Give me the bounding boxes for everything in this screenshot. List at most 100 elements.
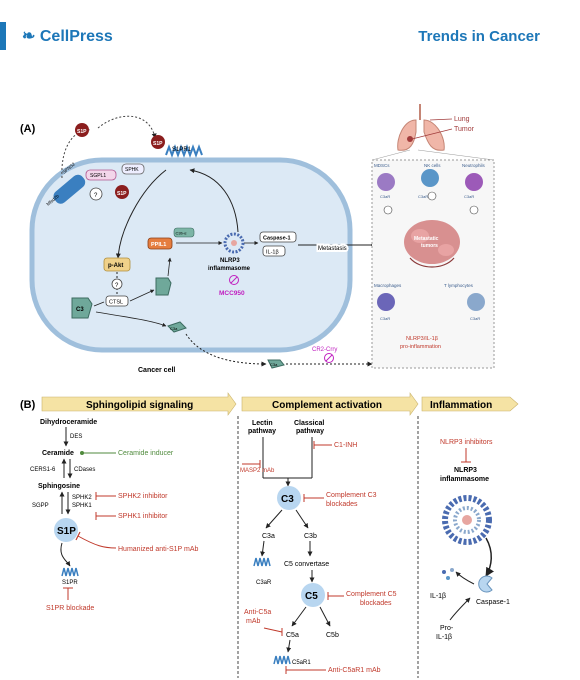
c3a-to-c3ar-arrow	[260, 540, 266, 557]
pro-label: Pro-	[440, 625, 454, 632]
c3a-label-int: C3a	[170, 326, 178, 331]
c3-ctsl-link	[93, 301, 105, 307]
metastatic-label-1: Metastatic	[414, 236, 439, 242]
c3a-fragment-ext	[267, 359, 285, 369]
s1pr-blockade-label: S1PR blockade	[46, 605, 94, 612]
sphk1-label: SPHK1	[72, 503, 92, 509]
c5-blockade-label-2: blockades	[360, 600, 392, 607]
c3ar-label-mac: C3aR	[380, 316, 390, 321]
c5b-label-b: C5b	[326, 632, 339, 639]
complement-header: Complement activation	[272, 400, 382, 411]
ctsl-to-c3b-arrow	[129, 289, 155, 302]
inflammation-header: Inflammation	[430, 400, 492, 411]
nlrp3-label-a: NLRP3	[220, 258, 240, 264]
neutrophil-cell	[465, 173, 483, 191]
c5ar1-receptor	[273, 655, 291, 665]
unknown-node-a2	[111, 278, 123, 290]
panel-a-label: (A)	[20, 123, 36, 135]
s1p-node-ext1	[75, 123, 89, 137]
s1p-label-ext2: S1P	[153, 141, 163, 147]
inflammasome-label-b: inflammasome	[440, 476, 489, 483]
il1b-label-a: IL-1β	[266, 250, 279, 256]
ppil1-label: PPIL1	[151, 242, 166, 248]
cers-label: CERS1-6	[30, 467, 56, 473]
neutrophils-label: Neutrophils	[462, 163, 486, 168]
cdases-label: CDases	[74, 467, 95, 473]
lung-pointer	[429, 118, 453, 121]
brand-bar	[0, 22, 6, 50]
c3a-label-b: C3a	[262, 533, 275, 540]
s1pr-label: S1PR	[62, 580, 78, 586]
t-lymph-label: T lymphocytes	[444, 283, 474, 288]
sphk1-inhibitor-label: SPHK1 inhibitor	[118, 513, 168, 520]
metastasis-label-bg: Metastasis	[318, 246, 347, 252]
nlrp3-inhibitors-label: NLRP3 inhibitors	[440, 439, 493, 446]
nlrp3-il1b-label: NLRP3/IL-1β	[406, 336, 438, 342]
spns2-transporter	[53, 174, 86, 204]
cr2crry-label: CR2-Crry	[312, 347, 337, 353]
sphingolipid-header: Sphingolipid signaling	[86, 400, 193, 411]
c3a-export-arrow	[185, 333, 267, 367]
header: ❧ CellPress Trends in Cancer	[0, 0, 580, 80]
nlrp3-to-s1pr1-arrow	[189, 168, 239, 233]
tumor-label: Tumor	[454, 126, 475, 133]
pro-inflammation-label: pro-inflammation	[400, 344, 441, 350]
c5ar1-label-b: C5aR1	[292, 660, 311, 666]
c3b-to-ppil1-arrow	[167, 257, 172, 277]
sphingosine-label: Sphingosine	[38, 483, 80, 490]
c5-blockade-label-1: Complement C5	[346, 591, 397, 598]
c1inh-label: C1-INH	[334, 442, 357, 449]
s1p-to-s1pr-arrow	[60, 542, 71, 567]
s1p-node-b	[54, 518, 78, 542]
nlrp3-label-b: NLRP3	[454, 467, 477, 474]
brand-logo[interactable]: ❧ CellPress	[22, 26, 113, 46]
anti-c5a-label-1: Anti-C5a	[244, 609, 271, 616]
c3ar-label-t: C3aR	[470, 316, 480, 321]
lectin-label-2: pathway	[248, 428, 276, 435]
s1p-label-ext1: S1P	[77, 129, 87, 135]
lectin-label-1: Lectin	[252, 420, 273, 427]
zoom-line-right	[417, 149, 495, 161]
classical-label-1: Classical	[294, 420, 324, 427]
caspase1-icon	[478, 575, 493, 593]
s1p-label-int: S1P	[117, 191, 127, 197]
c3b-alpha-label: C3b-α	[176, 231, 188, 236]
inhibit-icon	[229, 275, 239, 285]
c3-to-c3b-arrow-b	[295, 509, 309, 529]
c3-blockade-label-2: blockades	[326, 501, 358, 508]
des-label: DES	[70, 434, 82, 440]
s1pr1-to-pakt-arrow	[115, 169, 167, 259]
c3-node-b	[277, 486, 301, 510]
nlrp3-inflammasome-icon	[223, 232, 245, 254]
ceramide-inducer-label: Ceramide inducer	[118, 450, 174, 457]
proil1b-to-caspase-arrow	[449, 597, 471, 621]
s1p-node-int	[115, 185, 129, 199]
c3-to-c3a-arrow	[95, 311, 167, 327]
journal-title[interactable]: Trends in Cancer	[418, 28, 540, 45]
s1pr1-receptor	[165, 144, 203, 158]
sgpp-label: SGPP	[32, 503, 49, 509]
c3-blockade-label-1: Complement C3	[326, 492, 377, 499]
caspase1-label-a: Caspase-1	[263, 236, 291, 242]
inflammasome-label-a: inflammasome	[208, 266, 251, 272]
unknown-node-a5	[469, 205, 479, 215]
classical-label-2: pathway	[296, 428, 324, 435]
c3ar-label-b: C3aR	[256, 580, 272, 586]
inflammasome-to-caspase-arrow	[485, 537, 495, 577]
caspase1-label-b: Caspase-1	[476, 599, 510, 606]
nlrp3-inflammasome-icon-b	[442, 495, 492, 545]
c3-protein	[71, 297, 93, 319]
il1b-node-a	[262, 245, 286, 257]
metastatic-tumor-icon	[404, 220, 460, 268]
pakt-node	[103, 257, 131, 272]
zoom-line-left	[371, 149, 411, 161]
anti-s1p-label: Humanized anti-S1P mAb	[118, 546, 199, 553]
pakt-label: p-Akt	[108, 263, 123, 269]
masp2-label: MASP2 mAb	[240, 468, 275, 474]
t-lymphocyte-cell	[467, 293, 485, 311]
sphk2-inhibitor-label: SPHK2 inhibitor	[118, 493, 168, 500]
unknown-node-a4	[427, 191, 437, 201]
sphk2-label: SPHK2	[72, 495, 92, 501]
nk-cells-label: NK cells	[424, 163, 441, 168]
